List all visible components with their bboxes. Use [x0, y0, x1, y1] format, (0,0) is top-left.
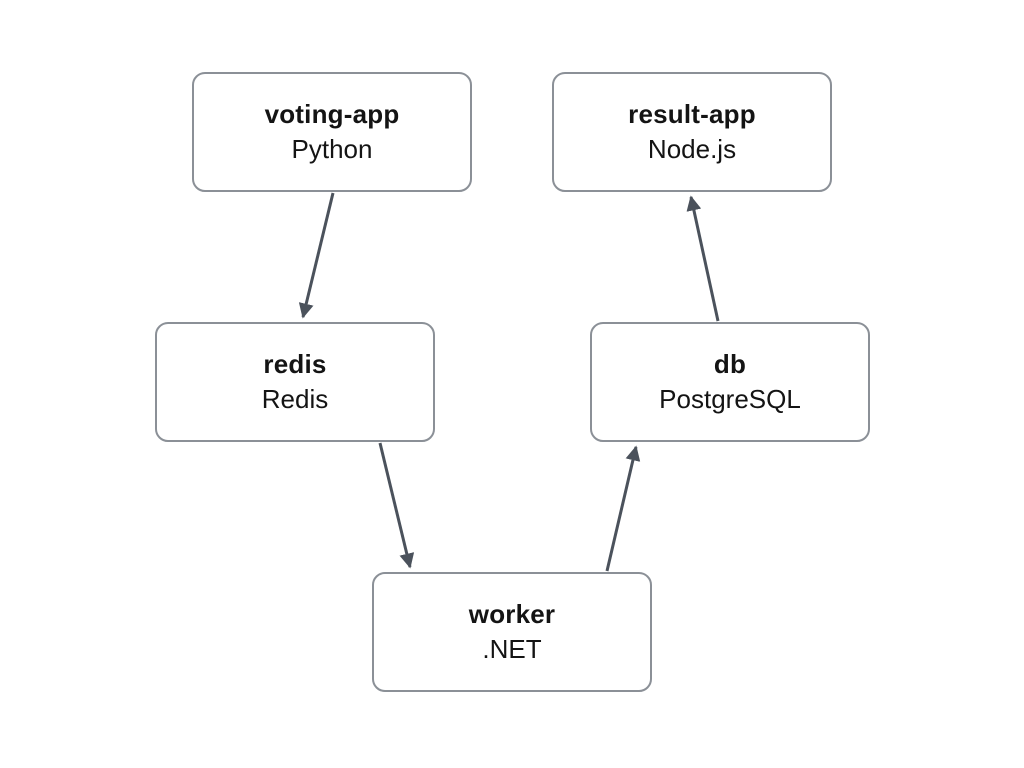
node-redis: redis Redis: [155, 322, 435, 442]
node-voting-app-title: voting-app: [264, 99, 400, 129]
node-worker: worker .NET: [372, 572, 652, 692]
edge-voting-app-to-redis: [298, 192, 335, 319]
node-redis-subtitle: Redis: [261, 384, 329, 414]
edge-db-to-result-app: [686, 195, 720, 322]
edge-worker-to-db: [605, 445, 641, 572]
node-worker-title: worker: [468, 599, 556, 629]
node-redis-title: redis: [263, 349, 327, 379]
node-worker-subtitle: .NET: [482, 634, 542, 664]
node-db: db PostgreSQL: [590, 322, 870, 442]
node-voting-app: voting-app Python: [192, 72, 472, 192]
node-result-app: result-app Node.js: [552, 72, 832, 192]
edge-redis-to-worker: [378, 442, 415, 569]
node-db-subtitle: PostgreSQL: [659, 384, 801, 414]
node-result-app-subtitle: Node.js: [647, 134, 737, 164]
node-db-title: db: [713, 349, 747, 379]
node-result-app-title: result-app: [628, 99, 756, 129]
node-voting-app-subtitle: Python: [291, 134, 373, 164]
